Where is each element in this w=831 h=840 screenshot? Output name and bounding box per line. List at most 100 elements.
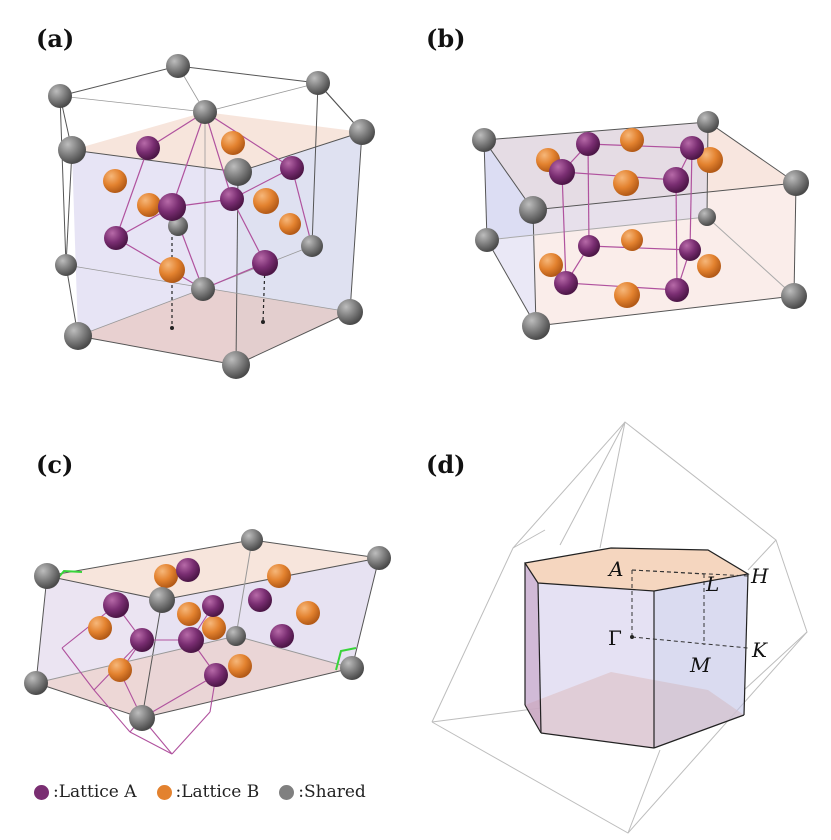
panel-c-atom-lattice-a xyxy=(202,595,224,617)
bz-label-K: K xyxy=(751,638,768,662)
panel-a-atom-lattice-a xyxy=(280,156,304,180)
panel-c-atom-lattice-b xyxy=(267,564,291,588)
panel-b-diagram xyxy=(472,111,809,340)
bz-label-Gamma: Γ xyxy=(608,626,622,650)
panel-c-atom-shared xyxy=(241,529,263,551)
panel-b-atom-lattice-a xyxy=(554,271,578,295)
bz-label-M: M xyxy=(689,653,711,677)
panel-d-face-left xyxy=(525,563,541,733)
panel-a-atom-shared xyxy=(306,71,330,95)
panel-a-atom-lattice-b xyxy=(253,188,279,214)
panel-d-face-front-left xyxy=(538,583,654,748)
panel-c-atom-shared xyxy=(129,705,155,731)
panel-c-atom-lattice-a xyxy=(270,624,294,648)
legend-item-lattice-b: :Lattice B xyxy=(156,782,260,802)
panel-c-atom-lattice-a xyxy=(204,663,228,687)
panel-b-atom-lattice-b xyxy=(697,254,721,278)
panel-a-atom-shared xyxy=(349,119,375,145)
panel-b-atom-lattice-a xyxy=(679,239,701,261)
legend-item-shared: :Shared xyxy=(279,782,366,802)
panel-b-atom-shared xyxy=(783,170,809,196)
panel-c-atom-shared xyxy=(367,546,391,570)
panel-d-high-symmetry-path xyxy=(631,569,749,649)
panel-d-face-front-right xyxy=(654,574,748,748)
panel-a-diagram xyxy=(48,54,375,379)
panel-c-atom-shared xyxy=(340,656,364,680)
panel-d-gamma-point xyxy=(630,635,634,639)
panel-c-diagram xyxy=(24,529,391,755)
panel-a-atom-lattice-b xyxy=(279,213,301,235)
panel-c-atom-lattice-a xyxy=(176,558,200,582)
panel-a-face-bottom xyxy=(78,288,350,365)
panel-c-green-marks xyxy=(57,569,357,671)
panel-c-atom-lattice-b xyxy=(228,654,252,678)
panel-b-face-left xyxy=(484,140,536,326)
panel-label-c: (c) xyxy=(36,450,74,479)
panel-c-face-left xyxy=(36,576,162,718)
panel-a-atom-lattice-b xyxy=(159,257,185,283)
legend-item-lattice-a: :Lattice A xyxy=(34,782,137,802)
panel-c-atom-shared xyxy=(34,563,60,589)
panel-b-atom-lattice-a xyxy=(578,235,600,257)
panel-b-face-front xyxy=(533,183,796,326)
panel-b-atom-lattice-a xyxy=(663,167,689,193)
panel-label-a: (a) xyxy=(36,24,75,53)
legend-swatch-lattice-b xyxy=(156,784,172,800)
panel-b-bonds xyxy=(560,143,693,291)
panel-a-atom-lattice-a xyxy=(104,226,128,250)
legend: :Lattice A :Lattice B :Shared xyxy=(34,782,386,802)
panel-c-atom-lattice-b xyxy=(88,616,112,640)
panel-c-atom-lattice-a xyxy=(130,628,154,652)
panel-c-face-top xyxy=(47,540,379,600)
panel-c-atom-lattice-b xyxy=(296,601,320,625)
panel-a-atom-shared xyxy=(48,84,72,108)
panel-a-atom-lattice-b xyxy=(221,131,245,155)
panel-b-atom-lattice-a xyxy=(665,278,689,302)
legend-swatch-lattice-a xyxy=(34,784,49,800)
panel-a-bonds xyxy=(115,111,313,290)
panel-a-atom-shared xyxy=(301,235,323,257)
panel-a-atom-lattice-a xyxy=(136,136,160,160)
panel-label-b: (b) xyxy=(426,24,466,53)
panel-a-atom-shared xyxy=(337,299,363,325)
panel-a-atom-lattice-b xyxy=(103,169,127,193)
legend-swatch-shared xyxy=(279,784,295,800)
panel-d-outer-polyhedron xyxy=(431,421,808,834)
panel-c-atom-lattice-b xyxy=(154,564,178,588)
bz-label-L: L xyxy=(705,572,719,596)
panel-a-atom-shared xyxy=(58,136,86,164)
legend-label-lattice-b: :Lattice B xyxy=(175,782,260,802)
panel-b-atom-lattice-b xyxy=(539,253,563,277)
panel-b-atom-shared xyxy=(519,196,547,224)
panel-c-atom-lattice-a xyxy=(178,627,204,653)
panel-label-d: (d) xyxy=(426,450,466,479)
panel-a-atom-shared xyxy=(166,54,190,78)
panel-a-projection-dot xyxy=(170,326,174,330)
panel-a-atom-lattice-b xyxy=(137,193,161,217)
panel-c-atom-lattice-a xyxy=(103,592,129,618)
panel-a-atom-shared xyxy=(222,351,250,379)
panel-a-atom-shared xyxy=(193,100,217,124)
panel-d-diagram: A L H Γ M K xyxy=(431,421,808,834)
panel-b-atom-shared xyxy=(697,111,719,133)
panel-a-atom-lattice-a xyxy=(252,250,278,276)
panel-c-atom-lattice-b xyxy=(202,616,226,640)
panel-c-atom-lattice-b xyxy=(108,658,132,682)
panel-a-atom-shared xyxy=(224,158,252,186)
panel-b-atom-lattice-b xyxy=(621,229,643,251)
panel-c-atom-shared xyxy=(149,587,175,613)
panel-b-atom-lattice-b xyxy=(697,147,723,173)
bz-label-H: H xyxy=(750,564,769,588)
panel-c-face-front xyxy=(142,558,379,718)
panel-a-atom-shared xyxy=(64,322,92,350)
panel-c-atom-lattice-a xyxy=(248,588,272,612)
panel-a-atom-shared xyxy=(55,254,77,276)
panel-a-atom-lattice-a xyxy=(220,187,244,211)
panel-c-atom-lattice-b xyxy=(177,602,201,626)
panel-d-hexagonal-prism-edges xyxy=(524,547,750,749)
panel-b-atom-shared xyxy=(698,208,716,226)
panel-b-atom-lattice-b xyxy=(620,128,644,152)
panel-c-face-bottom xyxy=(36,636,352,718)
legend-label-lattice-a: :Lattice A xyxy=(53,782,137,802)
